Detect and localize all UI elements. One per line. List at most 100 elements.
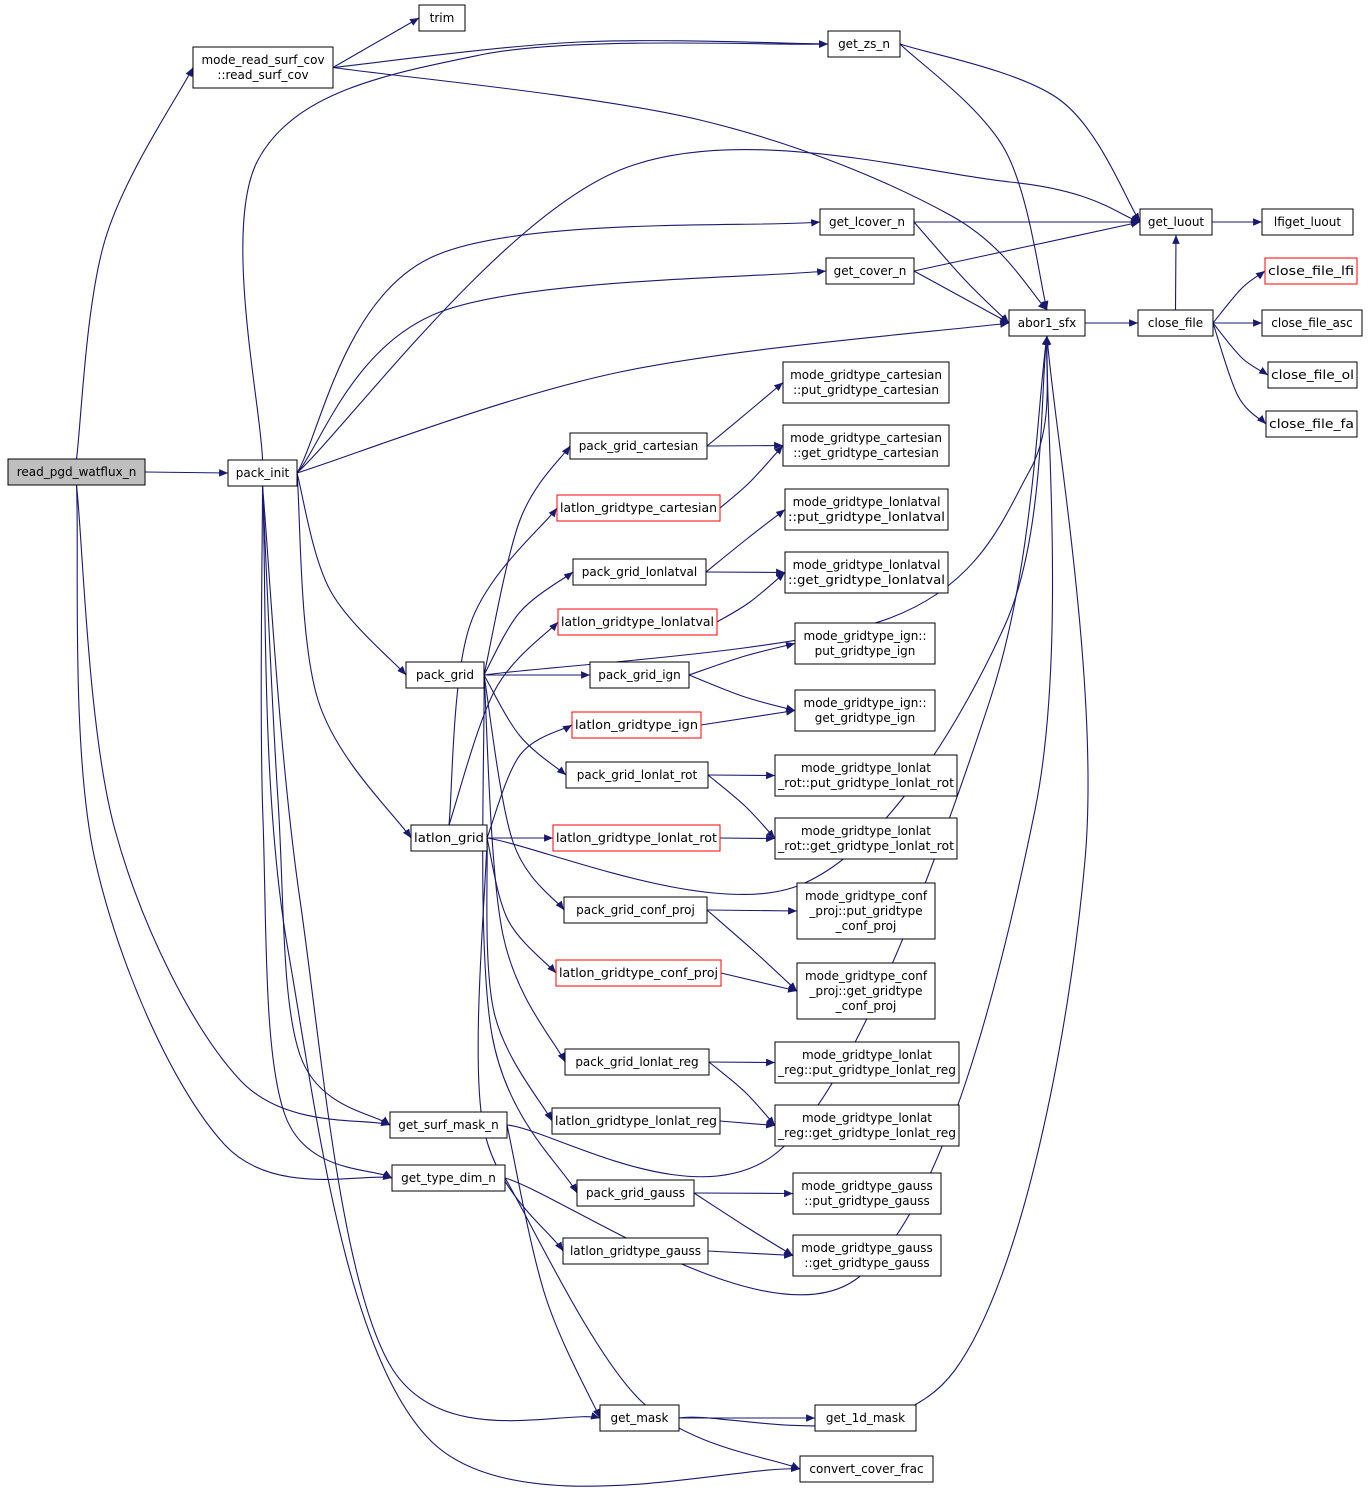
node-box-get-lonlat-reg[interactable] [774,1104,960,1147]
node-box-get-type-dim-n[interactable] [391,1164,506,1192]
node-read-surf-cov[interactable]: mode_read_surf_cov::read_surf_cov [192,46,334,89]
node-put-ign[interactable]: mode_gridtype_ign::put_gridtype_ign [794,622,936,665]
node-close-file-fa[interactable]: close_file_fa [1265,410,1358,438]
node-box-latlon-grid[interactable] [410,824,488,852]
node-get-mask[interactable]: get_mask [599,1404,680,1432]
node-get-lonlatval[interactable]: mode_gridtype_lonlatval::get_gridtype_lo… [784,551,949,594]
node-convert-cover-frac[interactable]: convert_cover_frac [799,1455,934,1483]
node-box-latlon-ign[interactable] [571,711,702,739]
node-put-lonlat-rot[interactable]: mode_gridtype_lonlat_rot::put_gridtype_l… [774,754,958,797]
node-box-convert-cover-frac[interactable] [799,1455,934,1483]
node-get-luout[interactable]: get_luout [1139,208,1213,236]
node-pack-grid-lonlatval[interactable]: pack_grid_lonlatval [572,558,707,586]
node-latlon-lonlat-rot[interactable]: latlon_gridtype_lonlat_rot [552,824,721,852]
node-box-pack-init[interactable] [227,459,298,487]
node-box-get-1d-mask[interactable] [814,1404,917,1432]
node-get-lcover-n[interactable]: get_lcover_n [819,208,915,236]
node-latlon-lonlat-reg[interactable]: latlon_gridtype_lonlat_reg [551,1107,721,1135]
node-pack-grid-gauss[interactable]: pack_grid_gauss [576,1179,695,1207]
node-box-get-gauss[interactable] [792,1234,942,1277]
node-box-get-conf-proj[interactable] [796,962,936,1020]
node-box-put-ign[interactable] [794,622,936,665]
node-box-latlon-lonlat-reg[interactable] [551,1107,721,1135]
node-box-put-gauss[interactable] [792,1172,942,1215]
node-get-zs-n[interactable]: get_zs_n [827,30,901,58]
node-box-pack-grid-ign[interactable] [589,661,690,689]
node-box-put-lonlat-reg[interactable] [774,1041,960,1084]
node-box-pack-grid[interactable] [405,661,485,689]
node-box-latlon-lonlatval[interactable] [557,608,718,636]
node-box-pack-grid-gauss[interactable] [576,1179,695,1207]
node-latlon-lonlatval[interactable]: latlon_gridtype_lonlatval [557,608,718,636]
node-box-get-ign[interactable] [794,689,936,732]
node-get-type-dim-n[interactable]: get_type_dim_n [391,1164,506,1192]
node-put-lonlat-reg[interactable]: mode_gridtype_lonlat_reg::put_gridtype_l… [774,1041,960,1084]
node-box-close-file-fa[interactable] [1265,410,1358,438]
node-latlon-conf-proj[interactable]: latlon_gridtype_conf_proj [555,959,722,987]
node-box-close-file[interactable] [1137,309,1214,337]
node-pack-grid-lonlat-rot[interactable]: pack_grid_lonlat_rot [565,761,709,789]
node-box-get-luout[interactable] [1139,208,1213,236]
node-get-1d-mask[interactable]: get_1d_mask [814,1404,917,1432]
node-box-close-file-lfi[interactable] [1264,257,1358,285]
node-lfiget-luout[interactable]: lfiget_luout [1261,208,1354,236]
node-box-get-cartesian[interactable] [782,424,950,467]
node-box-get-surf-mask-n[interactable] [389,1111,508,1139]
node-box-latlon-cartesian[interactable] [556,494,721,522]
node-box-pack-grid-lonlat-rot[interactable] [565,761,709,789]
node-box-trim[interactable] [418,4,466,32]
node-box-pack-grid-lonlat-reg[interactable] [564,1048,710,1076]
node-box-close-file-asc[interactable] [1261,309,1363,337]
node-get-lonlat-rot[interactable]: mode_gridtype_lonlat_rot::get_gridtype_l… [774,817,958,860]
node-get-conf-proj[interactable]: mode_gridtype_conf_proj::get_gridtype_co… [796,962,936,1020]
node-pack-grid-lonlat-reg[interactable]: pack_grid_lonlat_reg [564,1048,710,1076]
node-put-cartesian[interactable]: mode_gridtype_cartesian::put_gridtype_ca… [782,361,950,404]
node-box-read-pgd-watflux-n[interactable] [7,458,146,486]
node-get-cover-n[interactable]: get_cover_n [825,257,915,285]
node-box-put-cartesian[interactable] [782,361,950,404]
node-box-put-lonlat-rot[interactable] [774,754,958,797]
node-latlon-gauss[interactable]: latlon_gridtype_gauss [562,1237,709,1265]
node-box-latlon-gauss[interactable] [562,1237,709,1265]
node-read-pgd-watflux-n[interactable]: read_pgd_watflux_n [7,458,146,486]
node-put-conf-proj[interactable]: mode_gridtype_conf_proj::put_gridtype_co… [796,882,936,940]
node-box-pack-grid-cartesian[interactable] [569,432,708,460]
node-box-get-lonlatval[interactable] [784,551,949,594]
node-latlon-ign[interactable]: latlon_gridtype_ign [571,711,702,739]
node-pack-init[interactable]: pack_init [227,459,298,487]
node-latlon-grid[interactable]: latlon_grid [410,824,488,852]
node-close-file-asc[interactable]: close_file_asc [1261,309,1363,337]
node-close-file-lfi[interactable]: close_file_lfi [1264,257,1358,285]
node-get-surf-mask-n[interactable]: get_surf_mask_n [389,1111,508,1139]
node-box-put-conf-proj[interactable] [796,882,936,940]
node-box-abor1-sfx[interactable] [1008,309,1086,337]
node-latlon-cartesian[interactable]: latlon_gridtype_cartesian [556,494,721,522]
node-get-ign[interactable]: mode_gridtype_ign::get_gridtype_ign [794,689,936,732]
node-box-pack-grid-conf-proj[interactable] [563,896,708,924]
node-box-get-mask[interactable] [599,1404,680,1432]
node-get-lonlat-reg[interactable]: mode_gridtype_lonlat_reg::get_gridtype_l… [774,1104,960,1147]
node-abor1-sfx[interactable]: abor1_sfx [1008,309,1086,337]
node-trim[interactable]: trim [418,4,466,32]
node-pack-grid[interactable]: pack_grid [405,661,485,689]
node-close-file-ol[interactable]: close_file_ol [1267,361,1358,389]
node-box-read-surf-cov[interactable] [192,46,334,89]
node-box-get-zs-n[interactable] [827,30,901,58]
node-put-lonlatval[interactable]: mode_gridtype_lonlatval::put_gridtype_lo… [784,488,949,531]
node-box-put-lonlatval[interactable] [784,488,949,531]
node-box-get-lonlat-rot[interactable] [774,817,958,860]
node-box-pack-grid-lonlatval[interactable] [572,558,707,586]
node-get-gauss[interactable]: mode_gridtype_gauss::get_gridtype_gauss [792,1234,942,1277]
node-box-close-file-ol[interactable] [1267,361,1358,389]
node-close-file[interactable]: close_file [1137,309,1214,337]
node-box-latlon-conf-proj[interactable] [555,959,722,987]
node-box-lfiget-luout[interactable] [1261,208,1354,236]
node-pack-grid-ign[interactable]: pack_grid_ign [589,661,690,689]
node-box-get-lcover-n[interactable] [819,208,915,236]
node-box-latlon-lonlat-rot[interactable] [552,824,721,852]
node-pack-grid-conf-proj[interactable]: pack_grid_conf_proj [563,896,708,924]
node-put-gauss[interactable]: mode_gridtype_gauss::put_gridtype_gauss [792,1172,942,1215]
node-pack-grid-cartesian[interactable]: pack_grid_cartesian [569,432,708,460]
node-get-cartesian[interactable]: mode_gridtype_cartesian::get_gridtype_ca… [782,424,950,467]
node-box-get-cover-n[interactable] [825,257,915,285]
